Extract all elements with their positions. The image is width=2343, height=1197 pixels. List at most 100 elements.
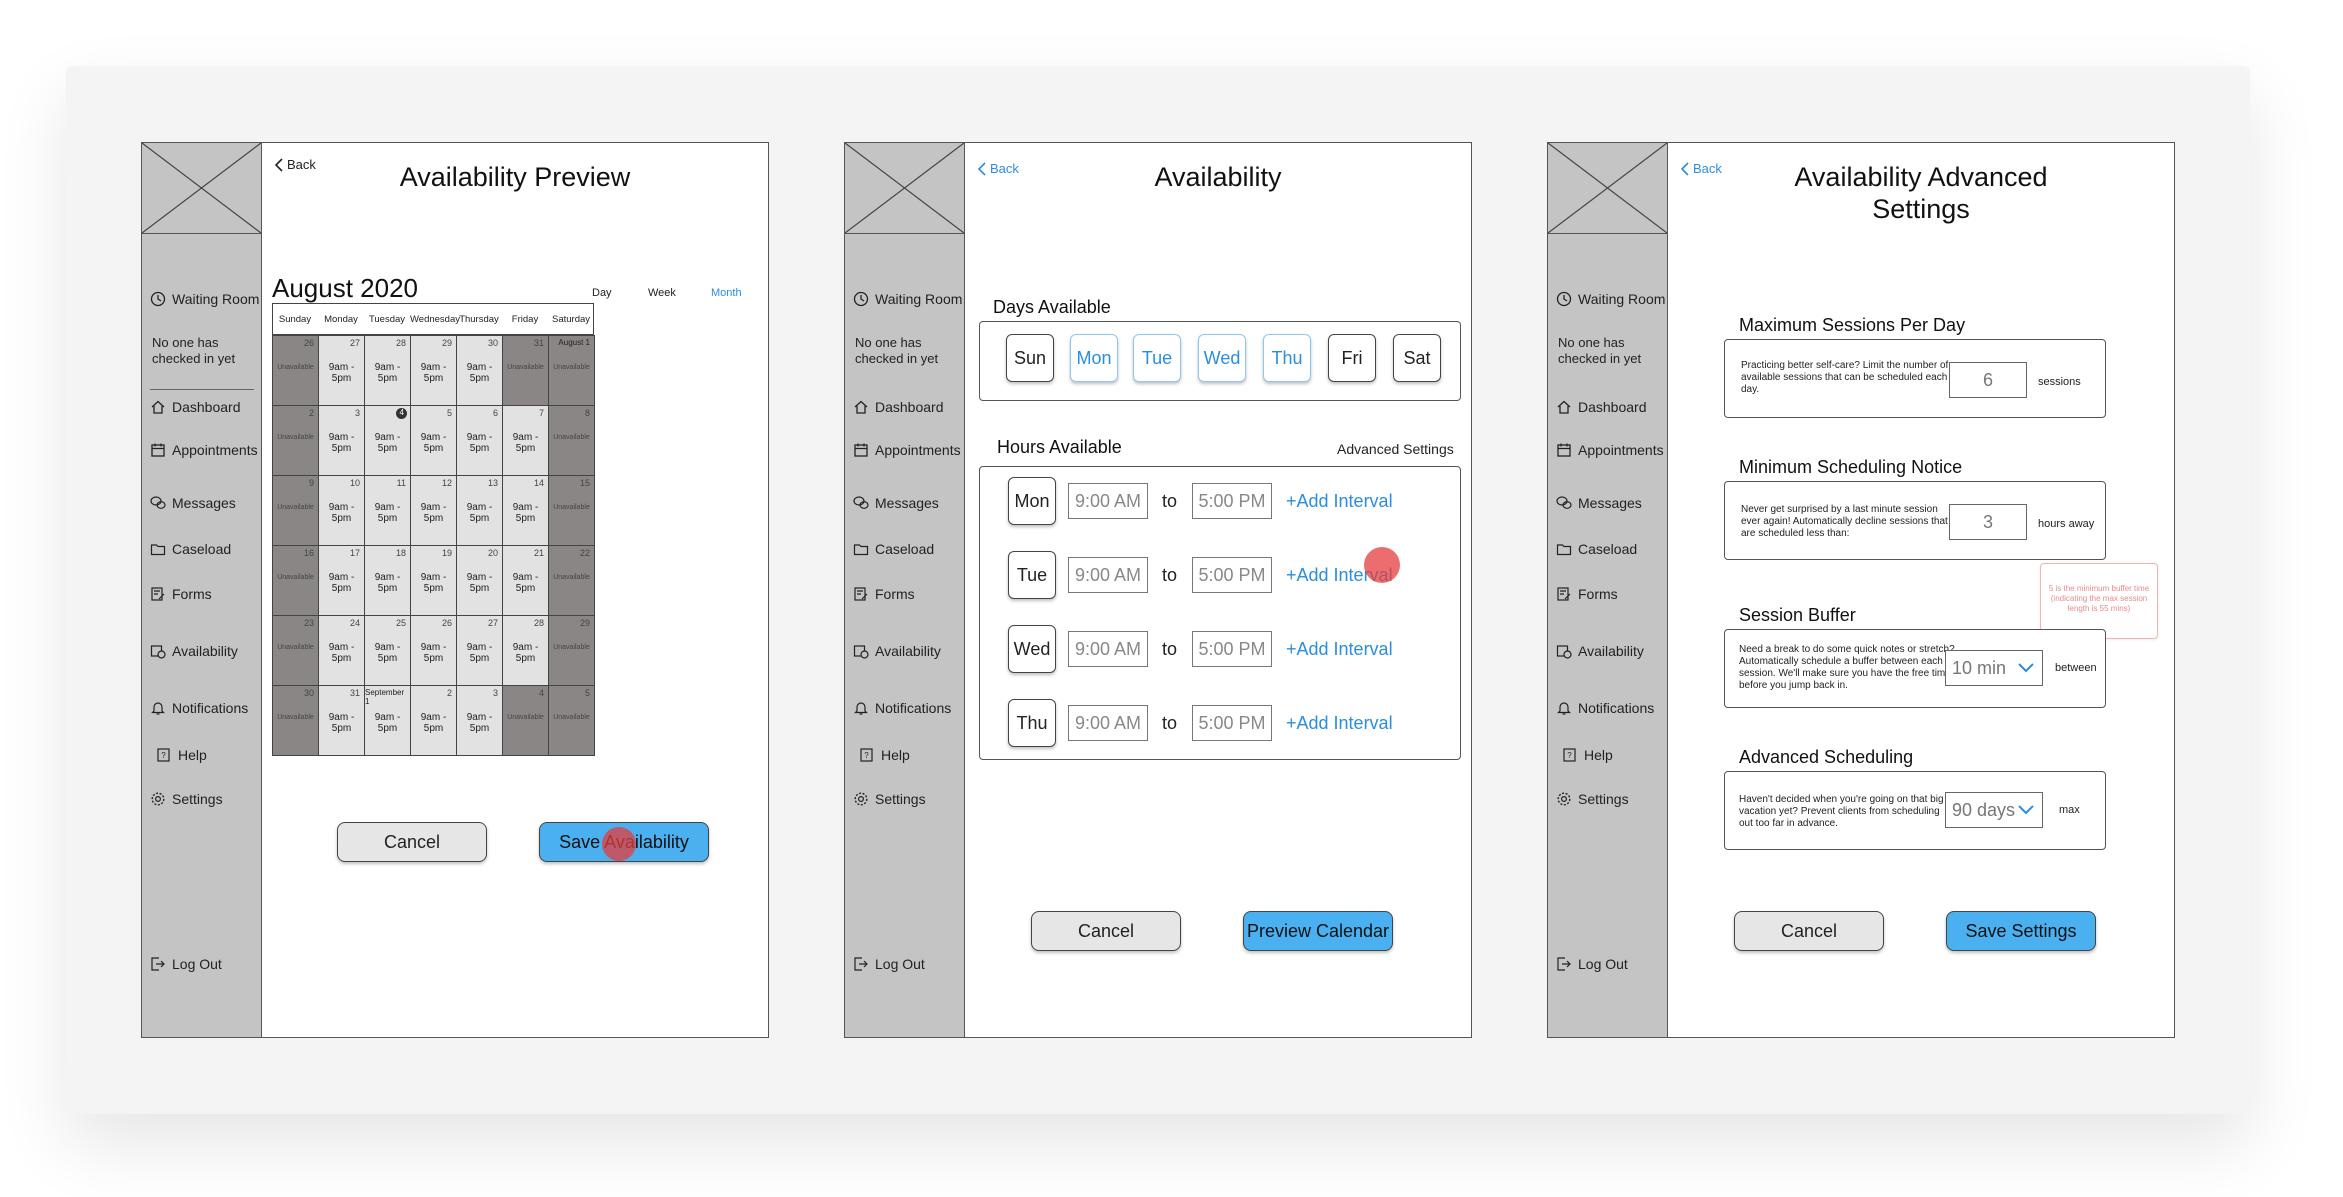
sidebar-item-forms[interactable]: Forms (853, 586, 915, 602)
sidebar-item-messages[interactable]: Messages (853, 495, 939, 511)
sidebar-item-appointments[interactable]: Appointments (150, 442, 258, 458)
cancel-button[interactable]: Cancel (1031, 911, 1181, 951)
end-time-input[interactable]: 5:00 PM (1192, 483, 1272, 519)
add-interval-button[interactable]: +Add Interval (1286, 713, 1393, 734)
logout-button[interactable]: Log Out (853, 956, 925, 972)
sidebar-item-caseload[interactable]: Caseload (853, 541, 934, 557)
buffer-select[interactable]: 10 min (1945, 650, 2043, 686)
sidebar-item-appointments[interactable]: Appointments (853, 442, 961, 458)
start-time-input[interactable]: 9:00 AM (1068, 557, 1148, 593)
sidebar-item-availability[interactable]: Availability (1556, 643, 1644, 659)
view-month[interactable]: Month (711, 287, 742, 299)
end-time-input[interactable]: 5:00 PM (1192, 557, 1272, 593)
advanced-settings-link[interactable]: Advanced Settings (1337, 441, 1454, 457)
sidebar-item-caseload[interactable]: Caseload (150, 541, 231, 557)
end-time-input[interactable]: 5:00 PM (1192, 705, 1272, 741)
day-chip-fri[interactable]: Fri (1328, 334, 1376, 382)
sidebar-item-dashboard[interactable]: Dashboard (853, 399, 944, 415)
back-link[interactable]: Back (274, 157, 316, 172)
back-link[interactable]: Back (1680, 161, 1722, 176)
cancel-button[interactable]: Cancel (1734, 911, 1884, 951)
logout-button[interactable]: Log Out (150, 956, 222, 972)
sidebar-item-availability[interactable]: Availability (150, 643, 238, 659)
sidebar-item-waiting-room[interactable]: Waiting Room (853, 291, 962, 307)
add-interval-button[interactable]: +Add Interval (1286, 491, 1393, 512)
sidebar-item-notifications[interactable]: Notifications (150, 700, 248, 716)
day-chip-sun[interactable]: Sun (1006, 334, 1054, 382)
view-day[interactable]: Day (592, 287, 612, 299)
sidebar-item-help[interactable]: ? Help (1562, 747, 1613, 763)
sidebar-item-settings[interactable]: Settings (1556, 791, 1629, 807)
sidebar-item-settings[interactable]: Settings (150, 791, 223, 807)
day-chip-mon[interactable]: Mon (1070, 334, 1118, 382)
start-time-input[interactable]: 9:00 AM (1068, 483, 1148, 519)
save-settings-button[interactable]: Save Settings (1946, 911, 2096, 951)
sidebar-item-dashboard[interactable]: Dashboard (150, 399, 241, 415)
sidebar-item-forms[interactable]: Forms (150, 586, 212, 602)
sidebar-item-availability[interactable]: Availability (853, 643, 941, 659)
sidebar-item-forms[interactable]: Forms (1556, 586, 1618, 602)
logout-button[interactable]: Log Out (1556, 956, 1628, 972)
start-time-input[interactable]: 9:00 AM (1068, 631, 1148, 667)
sidebar-item-waiting-room[interactable]: Waiting Room (150, 291, 259, 307)
sidebar-item-notifications[interactable]: Notifications (1556, 700, 1654, 716)
horizon-select[interactable]: 90 days (1945, 792, 2043, 828)
view-week[interactable]: Week (648, 287, 676, 299)
start-time-input[interactable]: 9:00 AM (1068, 705, 1148, 741)
sidebar-item-appointments[interactable]: Appointments (1556, 442, 1664, 458)
day-chip-wed[interactable]: Wed (1198, 334, 1246, 382)
sidebar-item-messages[interactable]: Messages (150, 495, 236, 511)
day-chip-tue[interactable]: Tue (1133, 334, 1181, 382)
cancel-button[interactable]: Cancel (337, 822, 487, 862)
sidebar-item-messages[interactable]: Messages (1556, 495, 1642, 511)
preview-calendar-button[interactable]: Preview Calendar (1243, 911, 1393, 951)
max-sessions-input[interactable]: 6 (1949, 362, 2027, 398)
sidebar-item-caseload[interactable]: Caseload (1556, 541, 1637, 557)
sidebar-item-help[interactable]: ? Help (859, 747, 910, 763)
sidebar-item-notifications[interactable]: Notifications (853, 700, 951, 716)
sidebar-item-dashboard[interactable]: Dashboard (1556, 399, 1647, 415)
min-notice-input[interactable]: 3 (1949, 504, 2027, 540)
day-chip-sat[interactable]: Sat (1393, 334, 1441, 382)
sidebar-item-waiting-room[interactable]: Waiting Room (1556, 291, 1665, 307)
